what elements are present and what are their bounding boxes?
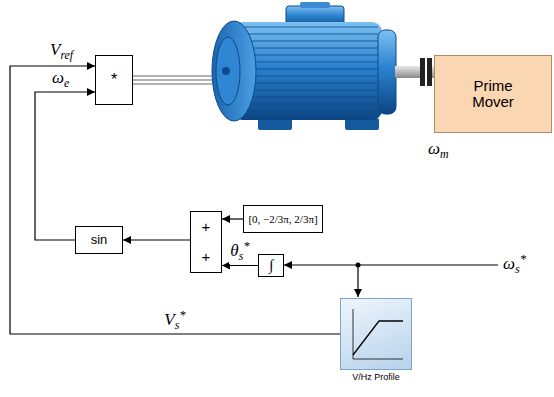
multiplier-block: *: [95, 55, 133, 105]
block-text: ∫: [269, 257, 273, 274]
block-text: Prime Mover: [458, 78, 528, 111]
block-text: *: [111, 71, 117, 89]
signal-arrow: [123, 239, 190, 240]
signal-name: ωs*: [503, 252, 526, 276]
integrator-block: ∫: [258, 254, 284, 277]
block-caption: V/Hz Profile: [352, 373, 400, 383]
induction-motor: [212, 2, 436, 130]
signal-name: ωm: [428, 140, 449, 161]
sine-block: sin: [75, 226, 123, 254]
signal-arrow: [35, 92, 95, 240]
motor-wires: [133, 76, 212, 84]
vhz-profile-block: V/Hz Profile: [340, 298, 412, 370]
signal-arrow: [222, 218, 243, 219]
sum-block: ++: [190, 211, 222, 273]
vhz-curve: [341, 299, 411, 369]
junction-dot: [356, 263, 361, 268]
block-text: [0, −2/3π, 2/3π]: [248, 213, 317, 225]
speed-reference-wire: [284, 265, 498, 297]
signal-name: Vs*: [163, 308, 186, 332]
phase-offset-block: [0, −2/3π, 2/3π]: [243, 205, 323, 233]
signal-arrow: [222, 265, 258, 266]
signal-name: θs*: [229, 239, 250, 263]
prime-mover-box: Prime Mover: [434, 55, 552, 133]
signal-name: ωe: [52, 69, 69, 90]
signal-arrow: [10, 66, 340, 334]
block-text: +: [202, 249, 211, 266]
block-text: +: [202, 219, 211, 236]
block-text: sin: [91, 233, 108, 247]
signal-name: Vref: [50, 41, 73, 62]
